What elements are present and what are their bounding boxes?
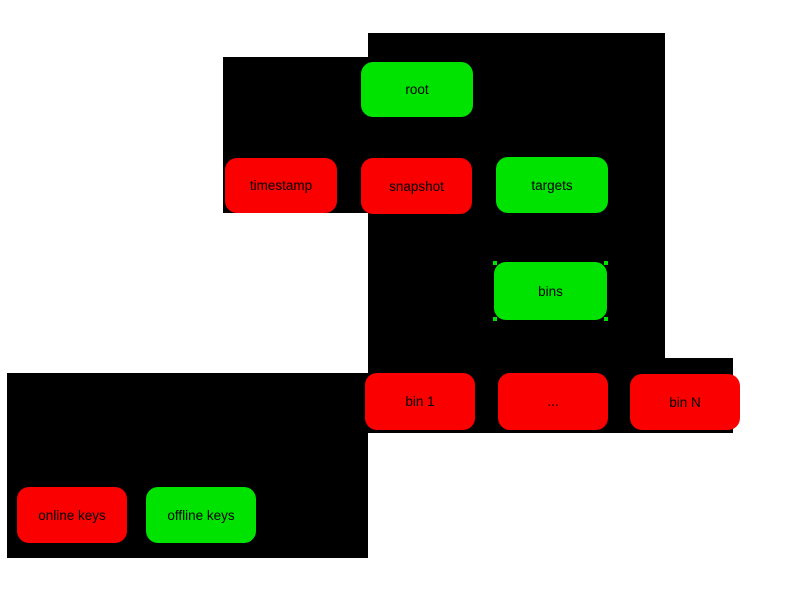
node-offline-keys-label: offline keys: [167, 507, 235, 523]
node-snapshot[interactable]: snapshot: [361, 158, 472, 214]
node-online-keys[interactable]: online keys: [17, 487, 127, 543]
selection-handle-top-left: [493, 261, 497, 265]
node-root[interactable]: root: [361, 62, 473, 117]
node-bin-n[interactable]: bin N: [630, 374, 740, 430]
node-offline-keys[interactable]: offline keys: [146, 487, 256, 543]
node-bin-n-label: bin N: [669, 394, 701, 410]
node-bin-ellipsis[interactable]: ...: [498, 373, 608, 430]
node-root-label: root: [405, 82, 429, 97]
node-targets[interactable]: targets: [496, 157, 608, 213]
node-timestamp-label: timestamp: [249, 178, 313, 193]
node-bin-1-label: bin 1: [405, 394, 435, 409]
node-bin-1[interactable]: bin 1: [365, 373, 475, 430]
selection-handle-bottom-left: [493, 317, 497, 321]
node-online-keys-label: online keys: [38, 507, 106, 523]
node-bin-ellipsis-label: ...: [547, 394, 559, 409]
node-targets-label: targets: [531, 177, 573, 193]
node-snapshot-label: snapshot: [389, 178, 444, 194]
node-bins[interactable]: bins: [493, 261, 608, 321]
node-bins-label: bins: [538, 283, 563, 299]
selection-handle-bottom-right: [604, 317, 608, 321]
selection-handle-top-right: [604, 261, 608, 265]
node-timestamp[interactable]: timestamp: [225, 158, 337, 213]
